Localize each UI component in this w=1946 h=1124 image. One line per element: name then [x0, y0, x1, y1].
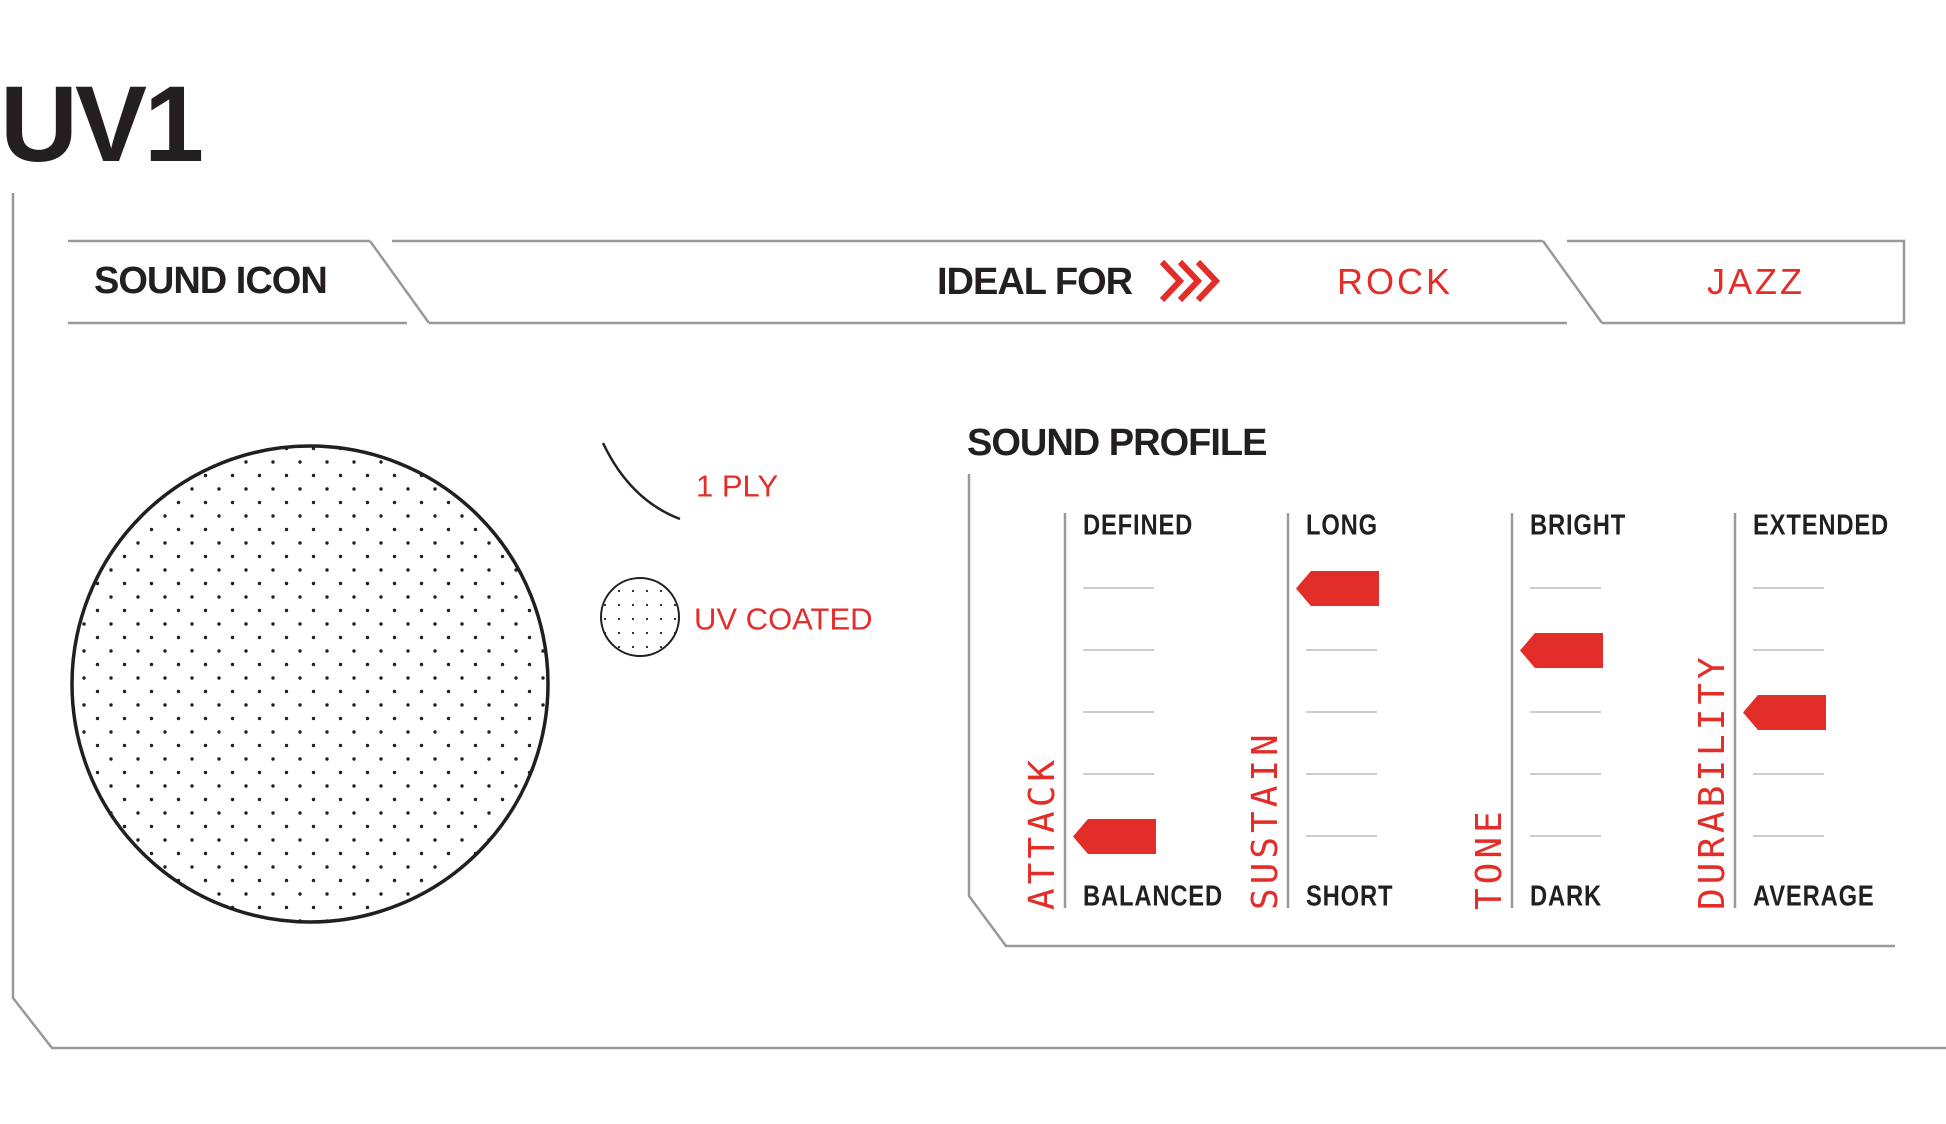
metric-name: SUSTAIN: [1245, 730, 1286, 910]
metric-name: ATTACK: [1022, 755, 1063, 910]
sound-profile-title: SOUND PROFILE: [967, 422, 1267, 464]
metric-bottom-label: SHORT: [1306, 880, 1394, 913]
metric-name: TONE: [1469, 807, 1510, 910]
uv-coated-label: UV COATED: [694, 601, 873, 637]
metric-bottom-label: DARK: [1530, 880, 1602, 913]
metric-top-label: BRIGHT: [1530, 509, 1627, 542]
metric-top-label: EXTENDED: [1753, 509, 1890, 542]
metric-bottom-label: BALANCED: [1083, 880, 1223, 913]
metric-top-label: LONG: [1306, 509, 1378, 542]
ideal-for-rock: ROCK: [1336, 261, 1454, 302]
ply-arc-icon: [601, 442, 681, 521]
metric-bottom-label: AVERAGE: [1753, 880, 1875, 913]
uv-coated-icon: [600, 577, 680, 657]
ideal-for-jazz: JAZZ: [1707, 261, 1805, 302]
metric-value-marker: [1743, 695, 1826, 730]
sound-icon-circle: [70, 444, 550, 924]
metric-top-label: DEFINED: [1083, 509, 1194, 542]
product-title: UV1: [0, 63, 204, 184]
metric-value-marker: [1296, 571, 1379, 606]
ideal-for-label: IDEAL FOR: [937, 261, 1133, 303]
metric-name: DURABILITY: [1692, 653, 1733, 910]
chevrons-icon: [1159, 259, 1221, 303]
sound-icon-label: SOUND ICON: [94, 260, 328, 302]
metric-value-marker: [1073, 819, 1156, 854]
ply-label: 1 PLY: [696, 468, 779, 504]
metric-value-marker: [1520, 633, 1603, 668]
